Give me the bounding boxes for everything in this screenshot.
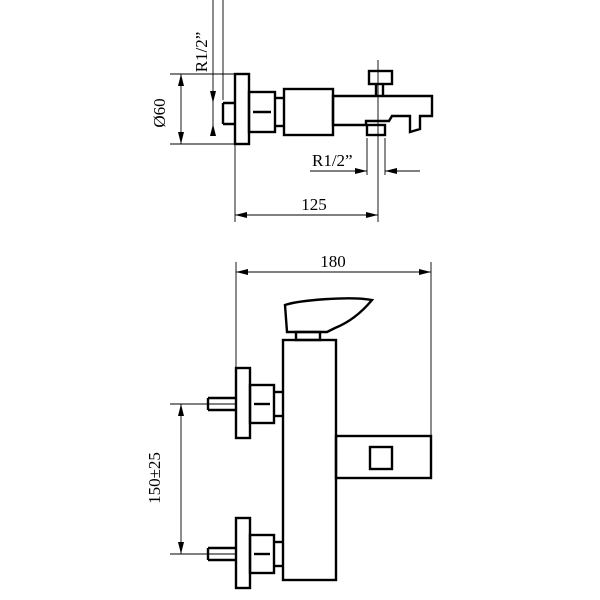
arrow [236, 269, 248, 275]
front-view [170, 262, 433, 590]
arrow [235, 212, 247, 218]
side-body [282, 87, 335, 137]
label-thread-outlet: R1/2” [312, 151, 353, 170]
front-upper-flange [234, 366, 252, 440]
front-lower-flange [234, 516, 252, 590]
label-diameter: Ø60 [150, 98, 169, 127]
label-thread-top: R1/2” [192, 32, 211, 73]
arrow [366, 212, 378, 218]
dimension-lines [178, 74, 431, 554]
side-nut [247, 90, 277, 134]
arrow [355, 168, 367, 174]
label-depth: 125 [301, 195, 327, 214]
front-lower-nut [248, 533, 276, 575]
label-width: 180 [320, 252, 346, 271]
arrow [385, 168, 397, 174]
front-diverter-box [334, 434, 433, 480]
front-diverter-button [368, 445, 394, 471]
arrow [178, 404, 184, 416]
side-diverter-knob [367, 69, 394, 86]
side-spout [331, 94, 434, 134]
side-outlet [365, 123, 387, 137]
side-wall-flange [233, 72, 251, 146]
side-inlet-stub [221, 101, 235, 126]
arrow [419, 269, 431, 275]
front-lever-handle [283, 297, 375, 334]
front-upper-nut [248, 383, 276, 425]
label-center-distance: 150±25 [145, 452, 164, 504]
arrow [210, 124, 216, 136]
arrow [178, 74, 184, 86]
arrow [178, 542, 184, 554]
front-body [281, 338, 338, 582]
arrow [178, 132, 184, 144]
arrow [210, 91, 216, 103]
